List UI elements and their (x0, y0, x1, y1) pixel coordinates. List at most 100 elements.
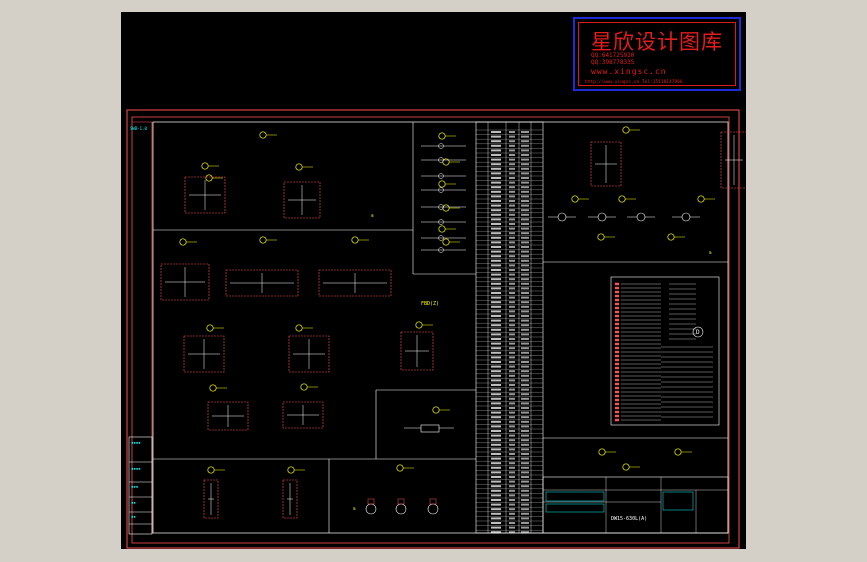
table-cell-text (491, 393, 501, 396)
table-cell-text (521, 494, 529, 497)
table-cell-text (509, 282, 515, 285)
table-cell-text (491, 213, 501, 216)
table-cell-text (521, 324, 529, 327)
table-cell-text (509, 526, 515, 529)
component-marker (622, 463, 630, 471)
table-cell-text (509, 315, 515, 317)
component-marker (300, 383, 308, 391)
table-cell-text (521, 135, 529, 138)
table-cell-text (491, 278, 501, 281)
plc-terminal (615, 390, 619, 394)
table-cell-text (521, 209, 529, 212)
table-cell-text (509, 476, 515, 478)
table-cell-text (509, 135, 515, 138)
table-cell-text (521, 430, 529, 432)
table-cell-text (521, 246, 529, 248)
table-cell-text (491, 342, 501, 345)
component-marker (209, 384, 217, 392)
table-cell-text (509, 374, 515, 377)
relay-box (282, 401, 324, 429)
cad-viewport[interactable]: SWB-1.0 ▪▪▪▪ ▪▪▪▪ ▪▪▪ ▪▪ ▪▪ DW15-630L(A (121, 12, 746, 549)
table-cell-text (491, 259, 501, 262)
table-cell-text (521, 499, 529, 501)
table-cell-text (521, 439, 529, 442)
table-cell-text (491, 232, 501, 235)
table-cell-text (521, 531, 529, 534)
coil-symbol (597, 212, 607, 222)
table-cell-text (491, 282, 501, 285)
table-cell-text (509, 443, 515, 446)
table-cell-text (521, 269, 529, 271)
watermark-qq-1: QQ:641725920 (591, 52, 635, 59)
relay-box (318, 269, 392, 297)
table-cell-text (509, 384, 515, 386)
table-cell-text (509, 140, 515, 143)
table-cell-text (509, 365, 515, 368)
table-cell-text (491, 333, 501, 336)
contact-node (438, 235, 444, 241)
table-cell-text (521, 434, 529, 437)
plc-terminal (615, 406, 619, 410)
table-cell-text (491, 163, 501, 166)
table-cell-text (521, 365, 529, 368)
table-cell-text (509, 287, 515, 290)
table-cell-text (521, 149, 529, 152)
component-marker (622, 126, 630, 134)
relay-box (720, 131, 746, 189)
table-cell-text (491, 177, 501, 179)
resistor-symbol (420, 424, 440, 433)
table-cell-text (491, 457, 501, 460)
table-cell-text (521, 508, 529, 511)
lamp-symbol (365, 503, 377, 515)
plc-terminal (615, 282, 619, 286)
table-cell-text (521, 522, 529, 524)
table-cell-text (509, 246, 515, 248)
table-cell-text (491, 439, 501, 442)
table-cell-text (491, 131, 501, 133)
table-cell-text (509, 301, 515, 304)
plc-terminal (615, 414, 619, 418)
table-cell-text (491, 453, 501, 455)
title-block (542, 476, 729, 534)
component-marker (442, 204, 450, 212)
table-cell-text (491, 471, 501, 474)
relay-box (207, 401, 249, 431)
relay-box (400, 331, 434, 371)
title-block-text: DW15-630L(A) (611, 516, 647, 522)
table-cell-text (521, 338, 529, 340)
table-cell-text (509, 361, 515, 363)
table-cell-text (521, 163, 529, 166)
component-marker (179, 238, 187, 246)
plc-terminal (615, 382, 619, 386)
table-cell-text (521, 485, 529, 488)
table-cell-text (509, 453, 515, 455)
table-cell-text (491, 246, 501, 248)
table-cell-text (491, 324, 501, 327)
table-cell-text (491, 443, 501, 446)
relay-box (184, 176, 226, 214)
relay-box (590, 141, 622, 187)
left-label: ▪▪▪▪ (131, 466, 141, 471)
watermark-footer: http://www.xingsc.cn Tel:15118147966 (585, 80, 683, 85)
component-marker (351, 236, 359, 244)
contact-node (438, 219, 444, 225)
table-cell-text (491, 292, 501, 294)
table-cell-text (509, 522, 515, 524)
table-cell-text (491, 200, 501, 202)
table-cell-text (521, 255, 529, 258)
table-cell-text (521, 471, 529, 474)
component-marker (438, 180, 446, 188)
table-cell-text (491, 273, 501, 276)
plc-terminal (615, 314, 619, 318)
table-cell-text (491, 356, 501, 359)
table-cell-text (491, 328, 501, 331)
coil-symbol (636, 212, 646, 222)
table-cell-text (509, 195, 515, 198)
table-cell-text (491, 135, 501, 138)
table-cell-text (491, 476, 501, 478)
table-cell-text (491, 402, 501, 405)
component-marker (597, 233, 605, 241)
table-cell-text (491, 149, 501, 152)
table-cell-text (521, 347, 529, 350)
left-label: ▪▪▪ (131, 484, 138, 489)
